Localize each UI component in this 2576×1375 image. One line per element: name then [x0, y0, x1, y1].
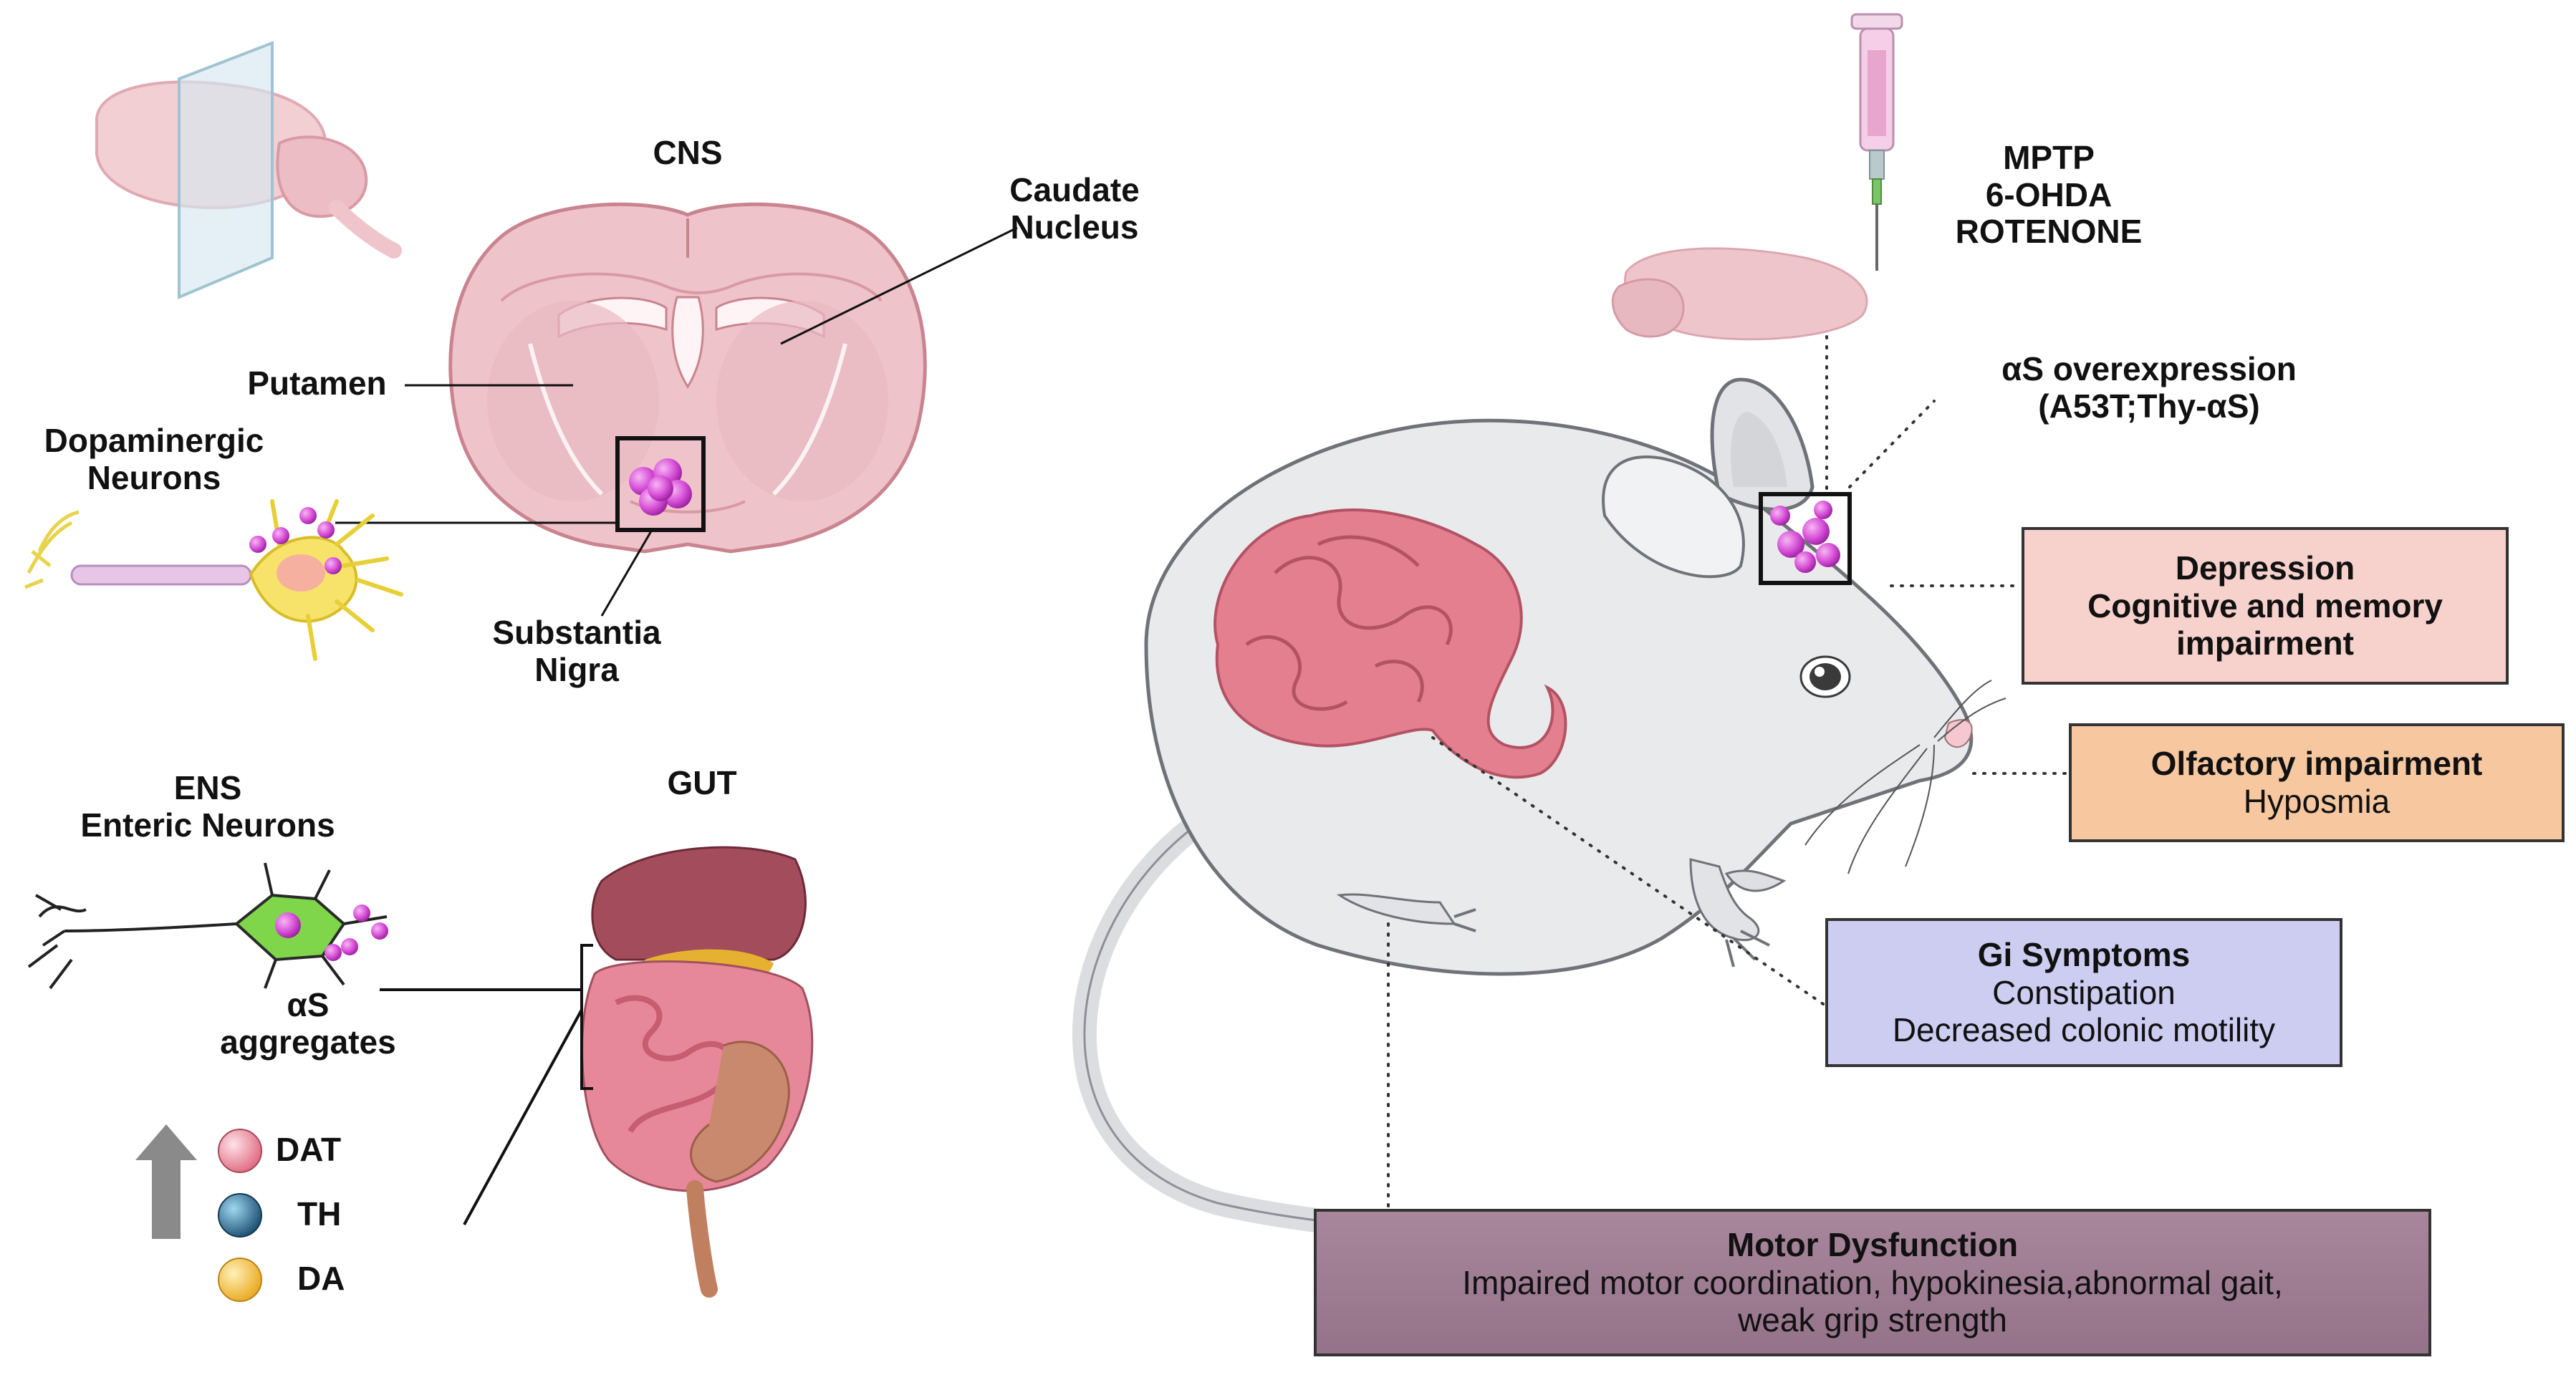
brain-aggregates-highlight-box — [1759, 492, 1852, 585]
depression-box: Depression Cognitive and memory impairme… — [2022, 527, 2509, 685]
olfactory-line-1: Hyposmia — [2243, 783, 2390, 820]
mouse-illustration — [1072, 377, 2032, 1273]
motor-line-1: Impaired motor coordination, hypokinesia… — [1462, 1263, 2283, 1301]
depression-line-1: Cognitive and memory — [2087, 587, 2443, 624]
putamen-label: Putamen — [247, 365, 387, 402]
gi-symptoms-box: Gi Symptoms Constipation Decreased colon… — [1825, 918, 2342, 1067]
dopaminergic-neuron-illustration — [24, 499, 403, 661]
gi-line-2: Decreased colonic motility — [1892, 1011, 2276, 1049]
alpha-synuclein-overexpression-label: αS overexpression(A53T;Thy-αS) — [2001, 350, 2297, 425]
dat-marker — [218, 1129, 262, 1173]
substantia-nigra-highlight-box — [615, 436, 706, 532]
mouse-brain-illustration — [1611, 247, 1868, 341]
gut-organs-illustration — [581, 846, 814, 1298]
motor-title: Motor Dysfunction — [1726, 1225, 2019, 1263]
coronal-brain-section — [448, 202, 927, 554]
mouse-intestine-illustration — [1213, 508, 1567, 779]
gut-title: GUT — [667, 764, 737, 801]
gi-title: Gi Symptoms — [1977, 935, 2191, 973]
enteric-neuron-illustration — [27, 862, 388, 990]
rat-brain-slice-illustration — [95, 41, 402, 300]
gut-bracket-and-leaders — [380, 944, 593, 1225]
cns-leader-lines — [335, 226, 1018, 617]
da-marker — [218, 1258, 262, 1302]
legend-label-th: TH — [297, 1195, 342, 1232]
syringe-icon — [1850, 13, 1903, 271]
mouse-alpha-synuclein-aggregates — [1770, 501, 1840, 573]
legend-label-dat: DAT — [276, 1131, 342, 1168]
dotted-connectors — [1387, 335, 2069, 1210]
gi-line-1: Constipation — [1992, 973, 2176, 1011]
up-arrow-icon — [135, 1124, 197, 1239]
motor-line-2: weak grip strength — [1738, 1301, 2007, 1339]
legend-label-da: DA — [297, 1260, 345, 1297]
th-marker — [218, 1193, 262, 1238]
depression-title: Depression — [2175, 549, 2355, 587]
depression-line-2: impairment — [2176, 624, 2354, 662]
olfactory-title: Olfactory impairment — [2150, 745, 2483, 783]
cns-alpha-synuclein-aggregates — [629, 458, 692, 516]
cns-title: CNS — [653, 134, 723, 171]
motor-dysfunction-box: Motor Dysfunction Impaired motor coordin… — [1314, 1209, 2431, 1356]
olfactory-box: Olfactory impairment Hyposmia — [2069, 723, 2565, 842]
